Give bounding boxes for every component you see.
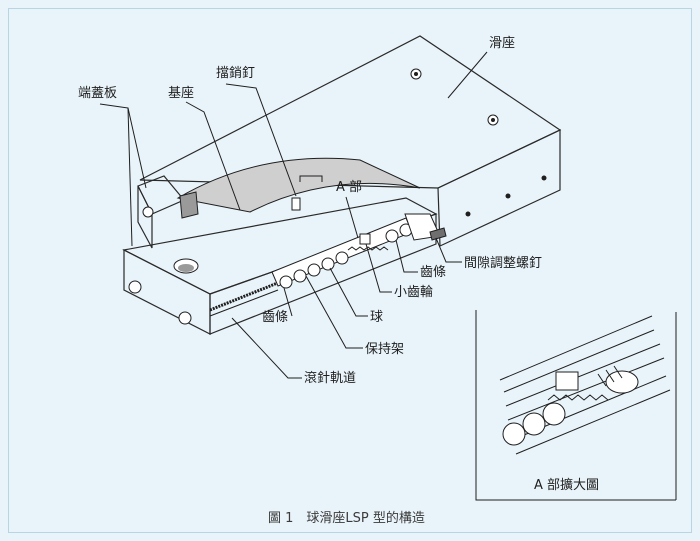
- figure-caption: 圖 1 球滑座LSP 型的構造: [268, 510, 425, 526]
- label-needle-track: 滾針軌道: [304, 370, 356, 386]
- label-gap-screw: 間隙調整螺釘: [464, 255, 542, 271]
- label-rack-right: 齒條: [420, 265, 446, 280]
- end-cover-left: [137, 175, 199, 249]
- base-block: [122, 197, 438, 335]
- label-ball: 球: [370, 310, 383, 325]
- label-part-a: A 部: [336, 180, 362, 195]
- label-slide-seat: 滑座: [489, 36, 515, 51]
- label-retainer: 保持架: [365, 342, 404, 357]
- label-stop-pin: 擋銷釘: [216, 65, 255, 81]
- label-end-cover: 端蓋板: [78, 86, 117, 101]
- enlarged-view: [475, 310, 677, 501]
- ball-rack-row: [271, 213, 447, 289]
- label-rack-left: 齒條: [262, 310, 288, 325]
- labels: 滑座 端蓋板 基座 擋銷釘 A 部 間隙調整螺釘 齒條 小齒輪 球 齒條 保持架…: [78, 36, 599, 493]
- label-enlarged: A 部擴大圖: [534, 477, 599, 493]
- frame-border: [8, 8, 692, 533]
- slide-seat: [139, 35, 562, 247]
- label-base: 基座: [168, 86, 194, 101]
- curved-surface: [176, 157, 421, 213]
- label-pinion: 小齒輪: [394, 284, 433, 300]
- leader-lines: [99, 51, 488, 379]
